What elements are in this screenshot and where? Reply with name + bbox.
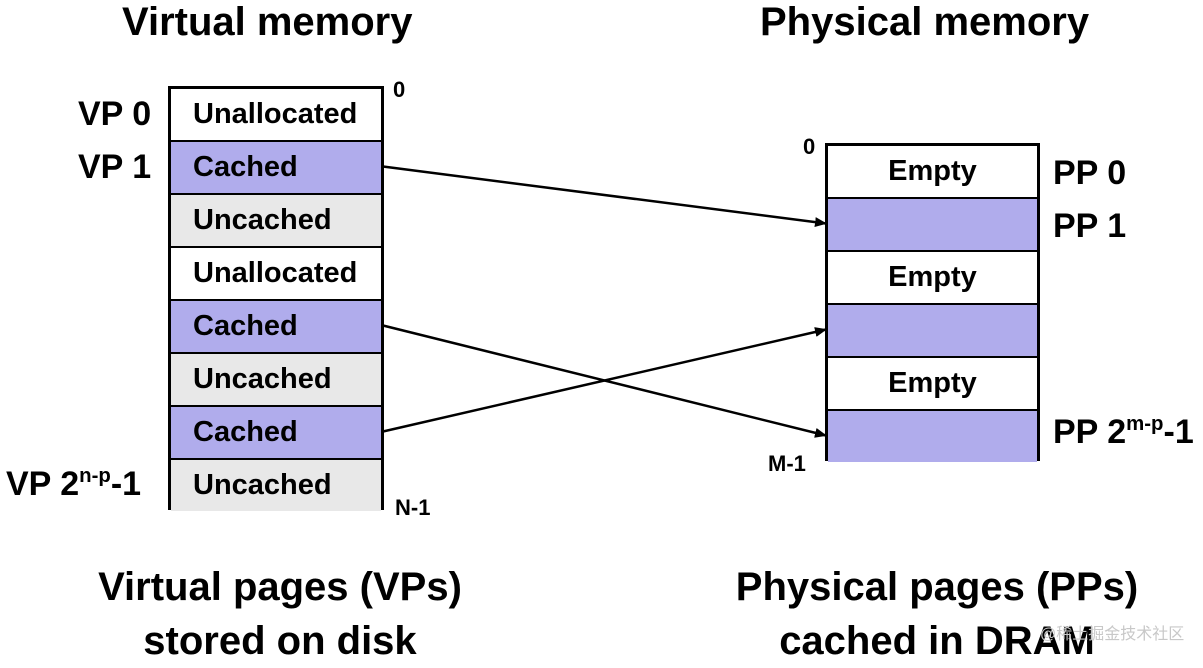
physical-page-cell: Empty [828,250,1037,303]
mapping-arrow [382,327,827,433]
virtual-pages-table: Unallocated Cached Uncached Unallocated … [168,86,384,511]
physical-caption: Physical pages (PPs) cached in DRAM [722,560,1152,668]
virtual-page-cell: Uncached [171,352,381,405]
physical-page-cell [828,303,1037,356]
virtual-caption: Virtual pages (VPs) stored on disk [80,560,480,668]
physical-caption-line2: cached in DRAM [779,619,1095,663]
physical-page-cell [828,197,1037,250]
vp-last-label: VP 2n-p-1 [6,464,142,503]
physical-index-start: 0 [803,134,816,159]
physical-index-end: M-1 [768,451,806,476]
pp1-label: PP 1 [1053,207,1127,245]
physical-page-cell: Empty [828,146,1037,197]
virtual-page-cell: Cached [171,140,381,193]
virtual-index-end: N-1 [395,495,431,520]
virtual-index-start: 0 [393,77,406,102]
virtual-memory-title: Virtual memory [122,0,413,44]
vp1-label: VP 1 [78,148,152,186]
virtual-page-cell: Uncached [171,193,381,246]
virtual-page-cell: Uncached [171,458,381,511]
virtual-page-cell: Unallocated [171,246,381,299]
physical-caption-line1: Physical pages (PPs) [735,565,1139,609]
pp0-label: PP 0 [1053,154,1127,192]
physical-page-cell [828,409,1037,462]
watermark: @稀土掘金技术社区 [1040,626,1185,643]
virtual-page-cell: Unallocated [171,89,381,140]
physical-page-cell: Empty [828,356,1037,409]
virtual-caption-line2: stored on disk [143,619,417,663]
pp-last-label: PP 2m-p-1 [1053,412,1194,451]
virtual-page-cell: Cached [171,299,381,352]
mapping-arrow [382,165,827,228]
virtual-caption-line1: Virtual pages (VPs) [98,565,462,609]
vp0-label: VP 0 [78,95,152,133]
physical-pages-table: Empty Empty Empty [825,143,1040,462]
physical-memory-title: Physical memory [760,0,1090,44]
virtual-page-cell: Cached [171,405,381,458]
